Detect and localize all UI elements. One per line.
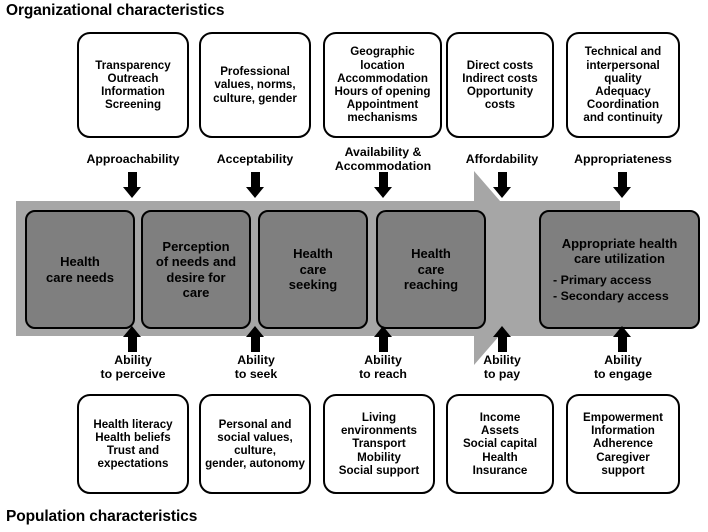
arrow-up-ability-to-reach-icon [374,326,392,337]
dimension-label-appropriateness: Appropriateness [574,152,672,166]
arrow-down-appropriateness-icon [613,187,631,198]
stage-box-health-care-needs: Health care needs [25,210,135,329]
ability-label-to-pay: Ability to pay [483,353,521,381]
organizational-box-affordability: Direct costs Indirect costs Opportunity … [446,32,554,138]
arrow-up-ability-to-seek-stem [251,336,260,352]
page-title-top: Organizational characteristics [6,2,225,19]
outcome-items: - Primary access - Secondary access [553,272,669,303]
arrow-up-ability-to-perceive-stem [128,336,137,352]
population-box-seek: Personal and social values, culture, gen… [199,394,311,494]
stage-box-appropriate-utilization: Appropriate health care utilization - Pr… [539,210,700,329]
arrow-up-ability-to-perceive-icon [123,326,141,337]
arrow-down-affordability-icon [493,187,511,198]
arrow-up-ability-to-engage-stem [618,336,627,352]
arrow-up-ability-to-engage-icon [613,326,631,337]
population-box-reach: Living environments Transport Mobility S… [323,394,435,494]
arrow-up-ability-to-pay-stem [498,336,507,352]
arrow-down-availability-stem [379,172,388,188]
ability-label-to-perceive: Ability to perceive [100,353,166,381]
arrow-down-acceptability-stem [251,172,260,188]
dimension-label-affordability: Affordability [465,152,539,166]
arrow-up-ability-to-seek-icon [246,326,264,337]
dimension-label-acceptability: Acceptability [216,152,294,166]
arrow-down-availability-icon [374,187,392,198]
organizational-box-approachability: Transparency Outreach Information Screen… [77,32,189,138]
outcome-title: Appropriate health care utilization [561,235,678,267]
ability-label-to-engage: Ability to engage [593,353,653,381]
organizational-box-availability: Geographic location Accommodation Hours … [323,32,442,138]
population-box-perceive: Health literacy Health beliefs Trust and… [77,394,189,494]
arrow-down-appropriateness-stem [618,172,627,188]
organizational-box-acceptability: Professional values, norms, culture, gen… [199,32,311,138]
arrow-down-acceptability-icon [246,187,264,198]
arrow-down-approachability-stem [128,172,137,188]
stage-box-health-care-seeking: Health care seeking [258,210,368,329]
page-title-bottom: Population characteristics [6,508,198,525]
population-box-engage: Empowerment Information Adherence Caregi… [566,394,680,494]
ability-label-to-reach: Ability to reach [359,353,407,381]
arrow-up-ability-to-reach-stem [379,336,388,352]
dimension-label-approachability: Approachability [86,152,180,166]
organizational-box-appropriateness: Technical and interpersonal quality Adeq… [566,32,680,138]
ability-label-to-seek: Ability to seek [234,353,278,381]
arrow-down-affordability-stem [498,172,507,188]
population-box-pay: Income Assets Social capital Health Insu… [446,394,554,494]
stage-box-perception-of-needs: Perception of needs and desire for care [141,210,251,329]
arrow-up-ability-to-pay-icon [493,326,511,337]
dimension-label-availability: Availability & Accommodation [334,145,432,173]
arrow-down-approachability-icon [123,187,141,198]
stage-box-health-care-reaching: Health care reaching [376,210,486,329]
